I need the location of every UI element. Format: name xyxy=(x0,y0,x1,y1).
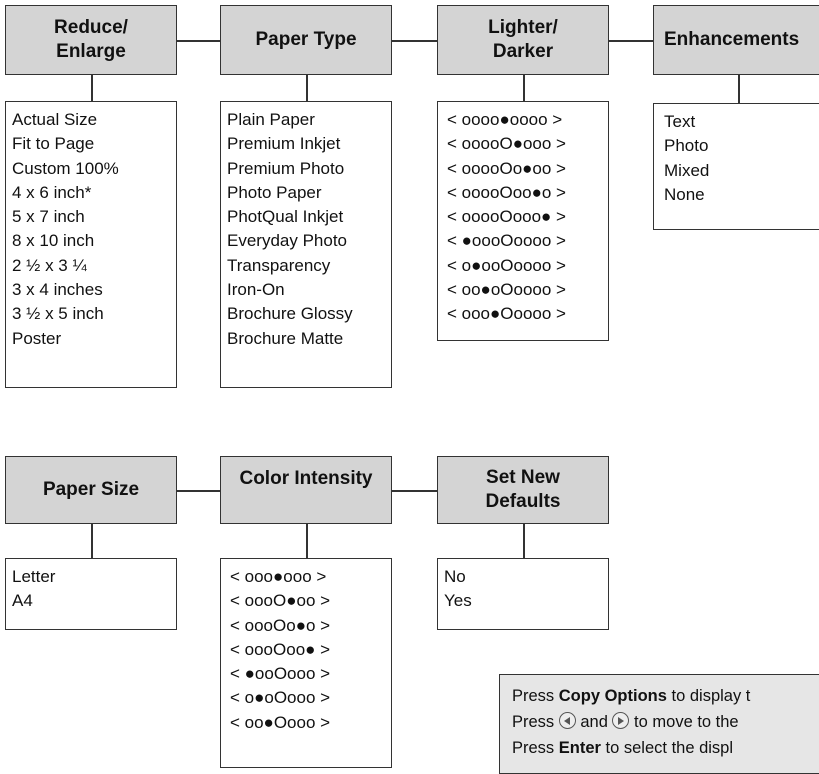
lighter-darker-header: Lighter/ Darker xyxy=(437,5,609,75)
set-new-defaults-header: Set New Defaults xyxy=(437,456,609,524)
list-item: < o●ooOoooo > xyxy=(447,255,566,275)
instruction-line-2: Press and to move to the xyxy=(512,709,819,735)
connector-paper-type xyxy=(306,75,308,101)
note-text: to select the displ xyxy=(600,739,734,757)
paper-type-list: Plain Paper Premium Inkjet Premium Photo… xyxy=(220,101,392,388)
list-item: PhotQual Inkjet xyxy=(227,207,344,227)
note-text: and xyxy=(575,713,613,731)
instruction-line-3: Press Enter to select the displ xyxy=(512,735,819,761)
color-intensity-header: Color Intensity xyxy=(220,456,392,524)
note-text: to display t xyxy=(666,687,751,705)
reduce-enlarge-header: Reduce/ Enlarge xyxy=(5,5,177,75)
connector-lighter xyxy=(523,75,525,101)
copy-options-label: Copy Options xyxy=(558,687,667,705)
list-item: None xyxy=(664,184,705,204)
list-item: Photo Paper xyxy=(227,182,322,202)
enhancements-header: Enhancements xyxy=(653,5,819,75)
list-item: A4 xyxy=(12,591,33,611)
instructions-panel: Press Copy Options to display t Press an… xyxy=(499,674,819,774)
list-item: < ooooOo●oo > xyxy=(447,158,566,178)
list-item: Yes xyxy=(444,591,472,611)
paper-size-list: Letter A4 xyxy=(5,558,177,630)
list-item: Iron-On xyxy=(227,280,285,300)
list-item: 4 x 6 inch* xyxy=(12,182,92,202)
connector-set-defaults xyxy=(523,524,525,558)
enhancements-list: Text Photo Mixed None xyxy=(653,103,819,230)
list-item: Plain Paper xyxy=(227,110,315,129)
set-new-defaults-list: No Yes xyxy=(437,558,609,630)
list-item: < oooo●oooo > xyxy=(447,110,563,129)
list-item: < ●oooOoooo > xyxy=(447,231,566,251)
list-item: Letter xyxy=(12,567,56,586)
list-item: 3 ½ x 5 inch xyxy=(12,304,104,324)
list-item: 8 x 10 inch xyxy=(12,231,95,251)
note-text: Press xyxy=(512,687,559,705)
paper-type-header: Paper Type xyxy=(220,5,392,75)
list-item: < oooOoo● > xyxy=(230,639,331,659)
paper-size-header: Paper Size xyxy=(5,456,177,524)
list-item: < oo●oOoooo > xyxy=(447,280,566,300)
list-item: 5 x 7 inch xyxy=(12,207,85,227)
list-item: Actual Size xyxy=(12,110,98,129)
color-intensity-list: < ooo●ooo > < oooO●oo > < oooOo●o > < oo… xyxy=(220,558,392,768)
list-item: < oooOo●o > xyxy=(230,615,331,635)
list-item: Fit to Page xyxy=(12,134,95,154)
note-text: to move to the xyxy=(629,713,739,731)
connector-reduce xyxy=(91,75,93,101)
right-arrow-icon xyxy=(612,712,630,729)
instruction-line-1: Press Copy Options to display t xyxy=(512,683,819,709)
list-item: < ooooOooo● > xyxy=(447,207,566,227)
list-item: < oo●Oooo > xyxy=(230,712,331,732)
list-item: Brochure Glossy xyxy=(227,304,353,324)
connector-row1 xyxy=(177,40,657,42)
connector-paper-size xyxy=(91,524,93,558)
connector-enhancements xyxy=(738,75,740,103)
list-item: < ooooO●ooo > xyxy=(447,134,566,154)
list-item: < ooo●Ooooo > xyxy=(447,304,566,324)
list-item: 3 x 4 inches xyxy=(12,280,103,300)
left-arrow-icon xyxy=(558,712,576,729)
list-item: Premium Inkjet xyxy=(227,134,341,154)
reduce-enlarge-list: Actual Size Fit to Page Custom 100% 4 x … xyxy=(5,101,177,388)
enter-label: Enter xyxy=(558,739,601,757)
list-item: < ooooOoo●o > xyxy=(447,182,566,202)
list-item: < oooO●oo > xyxy=(230,591,331,611)
list-item: Transparency xyxy=(227,255,331,275)
list-item: Text xyxy=(664,112,696,131)
list-item: Premium Photo xyxy=(227,158,345,178)
list-item: Photo xyxy=(664,136,709,156)
list-item: No xyxy=(444,567,466,586)
list-item: Mixed xyxy=(664,160,710,180)
list-item: Custom 100% xyxy=(12,158,119,178)
note-text: Press xyxy=(512,713,559,731)
lighter-darker-list: < oooo●oooo > < ooooO●ooo > < ooooOo●oo … xyxy=(437,101,609,341)
list-item: < ooo●ooo > xyxy=(230,567,327,586)
list-item: Brochure Matte xyxy=(227,328,344,348)
list-item: < o●oOooo > xyxy=(230,688,331,708)
list-item: Everyday Photo xyxy=(227,231,348,251)
note-text: Press xyxy=(512,739,559,757)
list-item: 2 ½ x 3 ¼ xyxy=(12,255,87,275)
list-item: Poster xyxy=(12,328,62,348)
list-item: < ●ooOooo > xyxy=(230,664,331,684)
connector-color-intensity xyxy=(306,524,308,558)
